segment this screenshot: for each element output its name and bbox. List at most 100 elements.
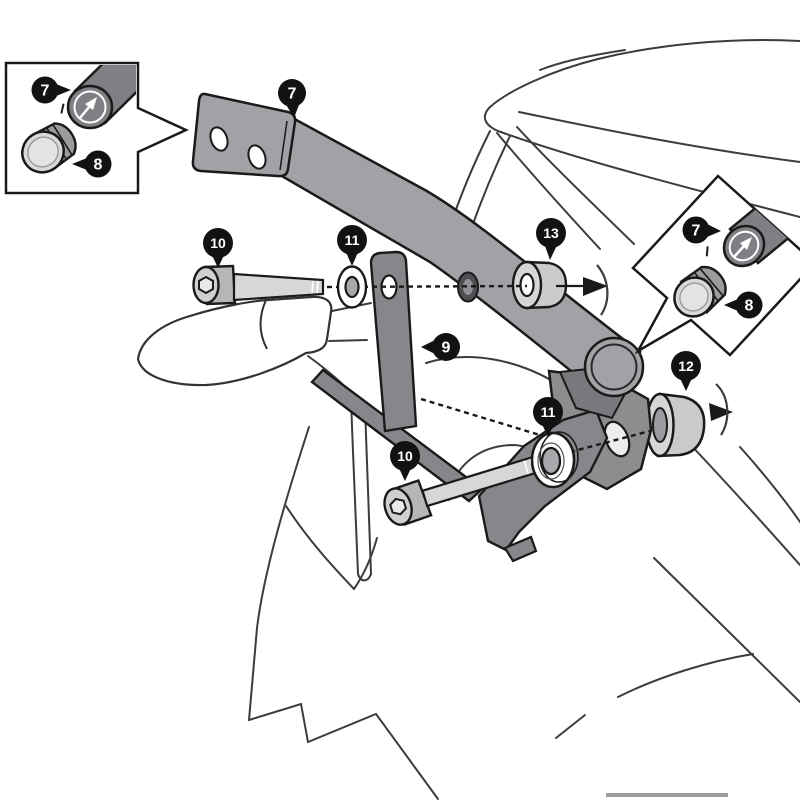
part-8-plug-left (21, 103, 77, 174)
callout-8-inset-left: 8 (72, 150, 112, 178)
callout-label: 8 (94, 157, 103, 174)
plug-thread-rib (699, 267, 724, 297)
callout-8-inset-right: 8 (724, 291, 763, 319)
callouts: 7 8 7 10 11 13 (31, 76, 763, 481)
turn-signal-body (136, 295, 333, 387)
callout-label: 7 (288, 86, 297, 103)
lower-axis-dashed-line-b (569, 429, 651, 454)
bolt-thread-line (311, 280, 314, 294)
arm-band (278, 114, 642, 393)
inset-box-right-frame (631, 174, 800, 357)
seat-seam (518, 111, 800, 163)
callout-11-lower: 11 (533, 397, 563, 437)
plug-face-inner (27, 136, 59, 168)
fairing-seam-d (469, 135, 511, 233)
callout-bubble (390, 441, 420, 471)
plate-hole-1 (209, 126, 229, 152)
callout-bubble (203, 228, 233, 258)
callout-label: 11 (541, 404, 556, 420)
turn-signal (136, 295, 333, 387)
washer-inner-ring (537, 442, 565, 480)
callout-13: 13 (536, 218, 566, 260)
blinker-stem-line-b (328, 339, 368, 342)
callout-bubble (536, 218, 566, 248)
callout-label: 9 (442, 340, 451, 357)
tail-line-1 (653, 557, 800, 703)
callout-bubble (337, 225, 367, 255)
arm-mount-plate (191, 92, 297, 178)
vertical-strap-body (369, 250, 418, 433)
inset-box-right (631, 174, 800, 357)
lower-axis-assembly (383, 383, 733, 526)
callout-bubble (533, 397, 563, 427)
callout-12: 12 (671, 351, 701, 391)
part-11-washer-lower (530, 431, 579, 489)
upper-axis-dashed-line (326, 284, 528, 289)
bracket-foot-tab (503, 535, 538, 563)
panel-strip-bottom (357, 573, 372, 582)
rack-tube-rim (73, 90, 107, 124)
callout-label: 10 (397, 448, 413, 464)
panel-crease-a (285, 505, 355, 590)
part-10-bolt-upper (192, 264, 325, 306)
panel-crease-b (353, 537, 378, 590)
lower-target-curve (715, 383, 729, 436)
part-11-washer-upper (336, 265, 368, 309)
callout-bubble (682, 216, 710, 244)
callout-label: 7 (692, 223, 701, 240)
panel-strip-right (364, 406, 372, 575)
plate-fold-line (279, 120, 288, 171)
callout-tail (707, 224, 721, 237)
washer-rim (539, 431, 579, 483)
callout-bubble (735, 291, 763, 319)
part-8-plug-right (673, 246, 727, 318)
callout-tail (421, 340, 435, 354)
washer-hole (540, 446, 562, 476)
tail-line-3 (739, 446, 800, 523)
part-13-spacer (511, 260, 568, 310)
callout-bubble (278, 79, 306, 107)
bolt-hex-socket (389, 497, 408, 516)
bolt-thread-line (316, 280, 319, 294)
callout-10-upper: 10 (203, 228, 233, 268)
rack-tube-rim (728, 230, 760, 262)
callout-10-lower: 10 (390, 441, 420, 481)
arm-hole-inner (463, 279, 473, 295)
callout-label: 8 (745, 298, 754, 315)
callout-bubble (84, 150, 112, 178)
callout-bubble (432, 333, 460, 361)
insert-arrow-icon (740, 237, 752, 250)
arm-tube-end (583, 336, 645, 398)
fairing-seam-b (516, 126, 635, 245)
panel-bottom-edge (248, 702, 439, 800)
turn-signal-base-line (259, 299, 268, 350)
callout-11-upper: 11 (337, 225, 367, 266)
callout-7-main: 7 (278, 79, 306, 118)
callout-label: 12 (678, 358, 694, 374)
upper-axis-assembly (192, 264, 609, 316)
lower-axis-dashed-line-a (420, 397, 544, 438)
washer-hole (344, 275, 360, 299)
panel-left-edge (248, 426, 310, 721)
tail-line-4 (555, 714, 586, 739)
seat-outline (489, 38, 800, 108)
callout-label: 10 (210, 235, 226, 251)
callout-label: 11 (345, 232, 360, 248)
callout-9: 9 (421, 333, 460, 361)
callout-label: 7 (41, 83, 50, 100)
callout-label: 13 (543, 225, 559, 241)
insert-arrow-shaft (733, 245, 745, 258)
arm-tube-end-rim (590, 343, 638, 391)
upper-direction-arrow-icon (583, 277, 608, 296)
insert-arrow-shaft (79, 106, 90, 119)
callout-tail (724, 299, 738, 311)
seat-underside (483, 106, 800, 218)
spacer-bore (519, 272, 535, 298)
seat-edge-detail (539, 49, 626, 71)
plate-hole-2 (247, 144, 267, 170)
bolt-shaft (232, 272, 325, 302)
lower-direction-arrow-icon (709, 403, 733, 421)
panel-strip-left (350, 398, 359, 575)
callout-bubble (671, 351, 701, 381)
